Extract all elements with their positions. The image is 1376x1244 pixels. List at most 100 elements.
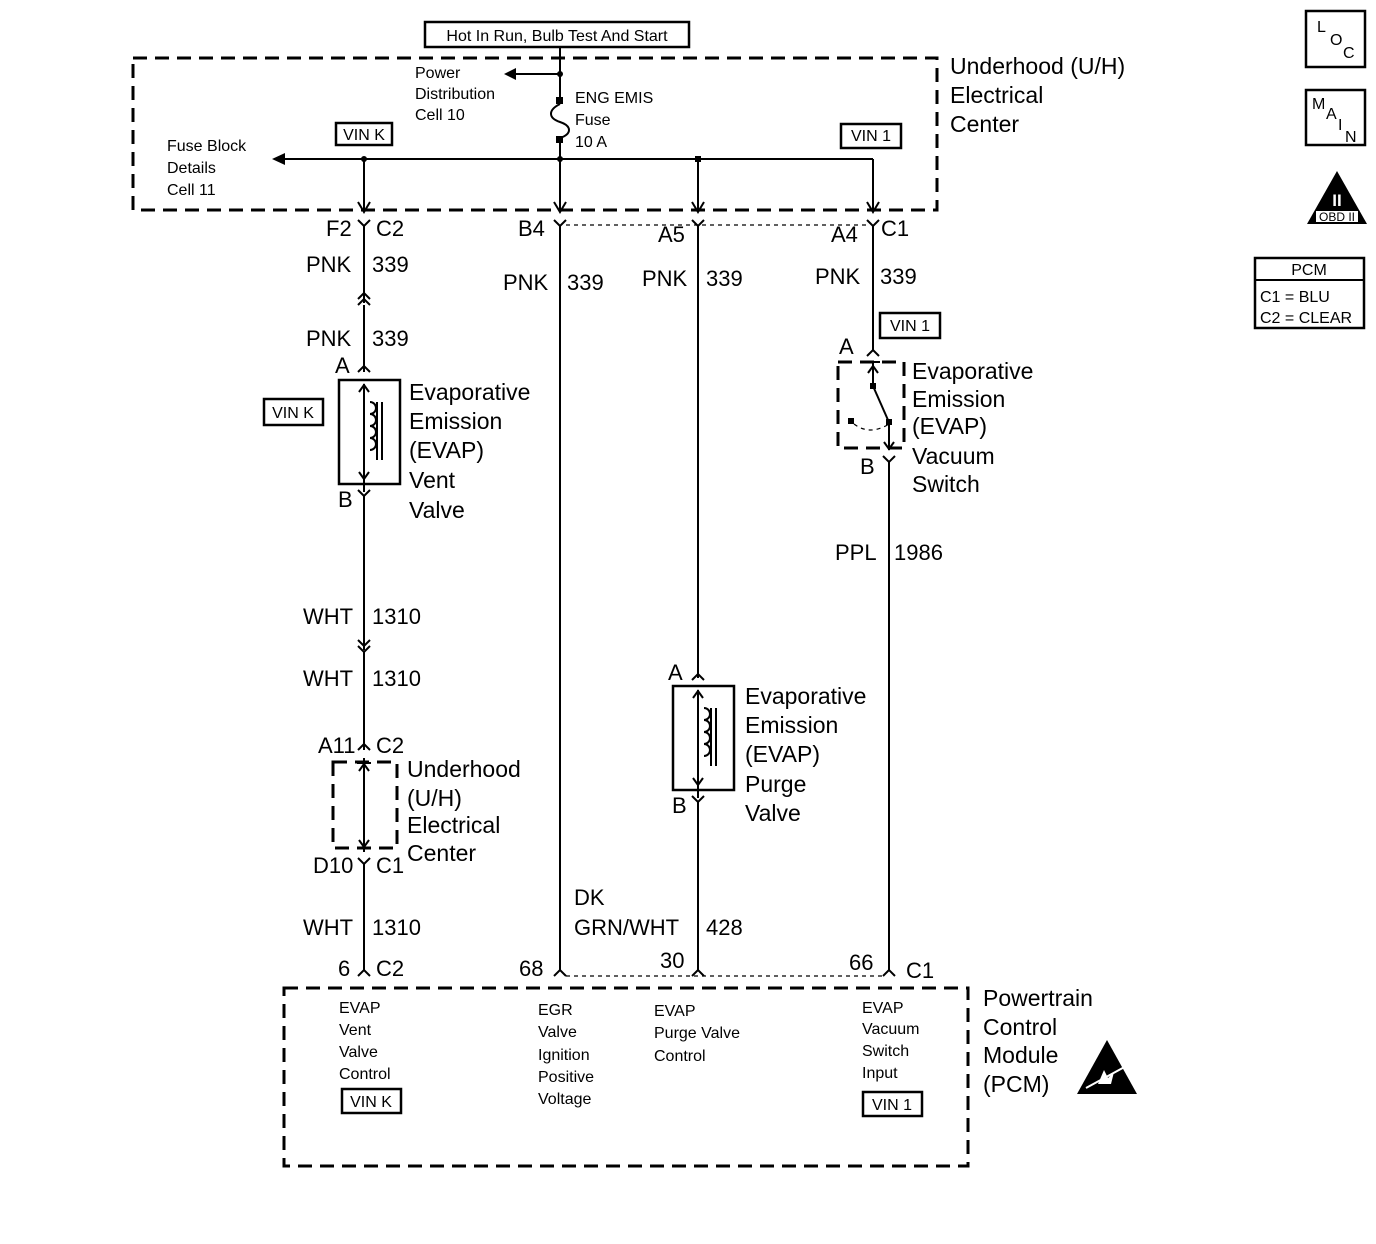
conn-b-purge: B — [672, 793, 687, 818]
evap-purge-valve — [671, 684, 736, 792]
wire-339-5: 339 — [880, 264, 917, 289]
vent-valve-coil — [369, 401, 377, 451]
evap-vent-valve-label: Evaporative Emission (EVAP) Vent Valve — [409, 379, 537, 523]
fuse-block-label: Fuse Block Details Cell 11 — [167, 138, 251, 199]
wire-428: 428 — [706, 915, 743, 940]
conn-c1-pcm: C1 — [906, 958, 934, 983]
loc-icon[interactable]: L O C — [1304, 9, 1367, 69]
underhood-center-box — [131, 56, 939, 212]
power-mode-label: Hot In Run, Bulb Test And Start — [446, 28, 668, 45]
svg-text:N: N — [1345, 129, 1357, 146]
conn-c2-top: C2 — [376, 216, 404, 241]
pcm-pin-6: 6 — [338, 956, 350, 981]
vin-1-tag-top — [839, 122, 903, 150]
legend-c2: C2 = CLEAR — [1260, 310, 1352, 327]
legend-pcm-title: PCM — [1291, 262, 1327, 279]
vin-k-tag-pcm — [340, 1087, 403, 1115]
fuse-block-arrow — [272, 153, 285, 165]
wire-1310-1: 1310 — [372, 604, 421, 629]
fuse-terminal-bottom — [556, 136, 563, 143]
svg-text:C: C — [1343, 45, 1355, 62]
pcm-pin-30: 30 — [660, 948, 684, 973]
power-mode-box — [423, 20, 691, 49]
evap-vacuum-switch — [836, 360, 906, 450]
pcm-egr-label: EGR Valve Ignition Positive Voltage — [538, 1002, 598, 1108]
power-distribution-label: Power Distribution Cell 10 — [415, 65, 499, 124]
pcm-pin-68: 68 — [519, 956, 543, 981]
pcm-connector-legend: PCM C1 = BLU C2 = CLEAR — [1253, 256, 1366, 330]
purge-valve-coil — [703, 707, 711, 757]
wire-ppl: PPL — [835, 540, 877, 565]
conn-a-vent: A — [335, 353, 350, 378]
esd-warning-icon — [1077, 1040, 1137, 1094]
fuse-terminal-top — [556, 97, 563, 104]
vin-k-label-pcm: VIN K — [350, 1094, 392, 1111]
svg-text:A: A — [1326, 106, 1337, 123]
evap-vent-valve — [337, 378, 402, 486]
pcm-vac-input-label: EVAP Vacuum Switch Input — [862, 1000, 924, 1082]
wire-pnk-2: PNK — [306, 326, 352, 351]
wire-1310-2: 1310 — [372, 666, 421, 691]
vin-k-label-top: VIN K — [343, 127, 385, 144]
conn-c2-pcm: C2 — [376, 956, 404, 981]
svg-text:II: II — [1332, 191, 1341, 210]
svg-text:I: I — [1338, 117, 1342, 134]
conn-c2-uh: C2 — [376, 733, 404, 758]
svg-text:O: O — [1330, 32, 1342, 49]
conn-f2: F2 — [326, 216, 352, 241]
conn-a11: A11 — [318, 733, 356, 758]
vin-k-label-vent: VIN K — [272, 405, 314, 422]
conn-c1-uh: C1 — [376, 853, 404, 878]
conn-a4: A4 — [831, 222, 858, 247]
vin-1-label-switch: VIN 1 — [890, 318, 930, 335]
vin-1-label-top: VIN 1 — [851, 128, 891, 145]
vin-1-label-pcm: VIN 1 — [872, 1097, 912, 1114]
conn-d10: D10 — [313, 853, 353, 878]
conn-b-switch: B — [860, 454, 875, 479]
pcm-purge-ctrl-label: EVAP Purge Valve Control — [654, 1003, 744, 1065]
vin-1-tag-pcm — [861, 1090, 924, 1118]
pcm-title: Powertrain Control Module (PCM) — [983, 985, 1099, 1097]
pcm-box — [282, 986, 970, 1168]
vacuum-switch-contact — [872, 385, 889, 421]
conn-a-switch: A — [839, 334, 854, 359]
wire-pnk-4: PNK — [642, 266, 688, 291]
svg-text:M: M — [1312, 96, 1325, 113]
wire-pnk-1: PNK — [306, 252, 352, 277]
wire-339-1: 339 — [372, 252, 409, 277]
conn-b-vent: B — [338, 487, 353, 512]
conn-a5: A5 — [658, 222, 685, 247]
vin-k-tag-top — [334, 121, 394, 147]
power-distribution-arrow — [504, 68, 516, 80]
conn-a-purge: A — [668, 660, 683, 685]
fuse-symbol — [550, 103, 570, 139]
wire-339-2: 339 — [372, 326, 409, 351]
wire-dk-grn-wht-label: DK GRN/WHT — [574, 885, 679, 940]
wire-339-3: 339 — [567, 270, 604, 295]
pcm-vent-ctrl-label: EVAP Vent Valve Control — [339, 1000, 391, 1083]
conn-c1-top: C1 — [881, 216, 909, 241]
svg-text:L: L — [1317, 19, 1326, 36]
wire-1986: 1986 — [894, 540, 943, 565]
underhood-center-title: Underhood (U/H) Electrical Center — [950, 53, 1132, 137]
vin-1-tag-switch — [878, 311, 942, 340]
main-icon[interactable]: M A I N — [1304, 88, 1367, 147]
pcm-pin-66: 66 — [849, 950, 873, 975]
wire-339-4: 339 — [706, 266, 743, 291]
svg-text:OBD II: OBD II — [1319, 210, 1355, 224]
conn-b4: B4 — [518, 216, 545, 241]
fuse-label: ENG EMIS Fuse 10 A — [575, 90, 658, 151]
evap-purge-valve-label: Evaporative Emission (EVAP) Purge Valve — [745, 683, 873, 826]
vin-k-tag-vent — [262, 397, 325, 427]
uh-center-mid-label: Underhood (U/H) Electrical Center — [407, 756, 527, 866]
wire-wht-1: WHT — [303, 604, 353, 629]
wire-wht-2: WHT — [303, 666, 353, 691]
wire-pnk-5: PNK — [815, 264, 861, 289]
legend-c1: C1 = BLU — [1260, 289, 1330, 306]
wire-1310-3: 1310 — [372, 915, 421, 940]
wire-wht-3: WHT — [303, 915, 353, 940]
obd-ii-icon[interactable]: II OBD II — [1307, 171, 1367, 224]
wire-pnk-3: PNK — [503, 270, 549, 295]
evap-vacuum-switch-label: Evaporative Emission (EVAP) Vacuum Switc… — [912, 358, 1040, 497]
